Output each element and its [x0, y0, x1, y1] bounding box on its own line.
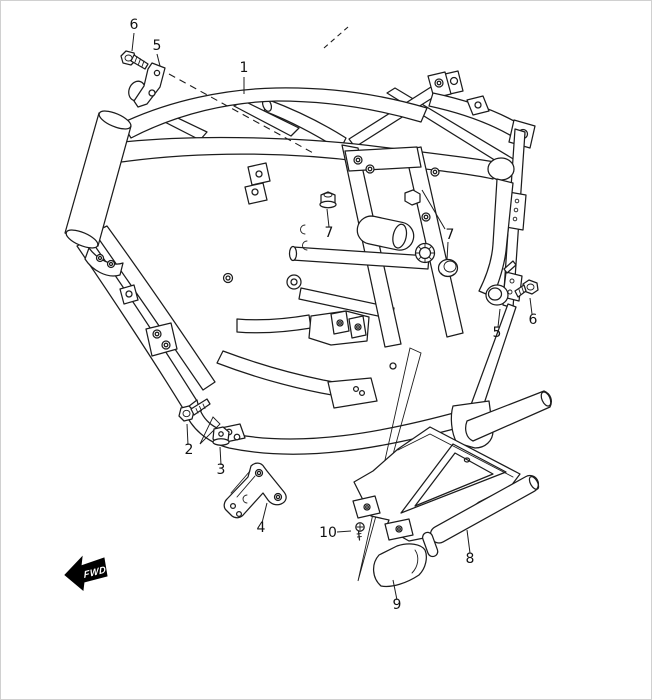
- callout-7-right-cap: 7: [446, 227, 455, 243]
- callout-6-rear-bolt: 6: [529, 312, 538, 328]
- clip-mark: [300, 224, 306, 235]
- part-7-left-nut: [319, 191, 337, 209]
- nut3-location-wedge: [199, 416, 221, 445]
- part-7-right-cap: [437, 258, 459, 278]
- leader-lines: [131, 32, 533, 601]
- cross-member: [236, 314, 312, 334]
- under-cover-assembly: [352, 426, 540, 588]
- fwd-label: FWD: [83, 564, 106, 581]
- callout-5-front-bracket: 5: [153, 38, 162, 54]
- ribbed-bushing: [414, 242, 436, 264]
- rail-collar: [487, 157, 515, 181]
- dashed-leader-bracket5: [168, 73, 316, 155]
- down-tubes: [76, 225, 216, 411]
- callout-9-side-cover: 9: [393, 597, 402, 613]
- ladder-left-upright: [341, 144, 402, 348]
- callout-10-screw: 10: [319, 525, 337, 541]
- part-5-rear-damper: [485, 260, 523, 306]
- far-lower-rail: [216, 350, 346, 398]
- near-top-rail: [120, 136, 515, 298]
- callout-3-nut: 3: [217, 462, 226, 478]
- engine-mount-box-bracket: [308, 310, 370, 346]
- part-3-nut: [212, 426, 230, 446]
- callout-6-front-bolt: 6: [130, 17, 139, 33]
- part-8-rail: [421, 474, 540, 558]
- head-tube: [64, 110, 132, 277]
- callout-1-frame-body: 1: [240, 60, 249, 76]
- part-6-front-bolt: [120, 50, 149, 70]
- lower-junction-bracket: [327, 377, 378, 409]
- part-2-bolt: [178, 398, 211, 422]
- dashed-hidden-line: [323, 26, 349, 49]
- callout-4-bracket: 4: [257, 520, 266, 536]
- callout-5-rear-damper: 5: [493, 325, 502, 341]
- clip-mark: [302, 240, 308, 251]
- part-5-front-bracket: [128, 62, 166, 108]
- down-tube-tabs: [119, 182, 302, 357]
- seat-support-ladder: [288, 144, 464, 348]
- part-6-rear-bolt: [514, 279, 539, 298]
- callout-7-left-nut: 7: [325, 225, 334, 241]
- part-10-screw: [355, 522, 365, 541]
- cross-cylinder: [356, 215, 415, 251]
- part-4-bracket: [223, 462, 287, 519]
- main-arc-rail: [121, 87, 428, 139]
- part-9-cover: [373, 543, 427, 588]
- callout-2-bolt: 2: [185, 442, 194, 458]
- fwd-arrow: FWD: [64, 555, 108, 591]
- clip-mark: [242, 494, 248, 504]
- callout-8-cover-rail: 8: [466, 551, 475, 567]
